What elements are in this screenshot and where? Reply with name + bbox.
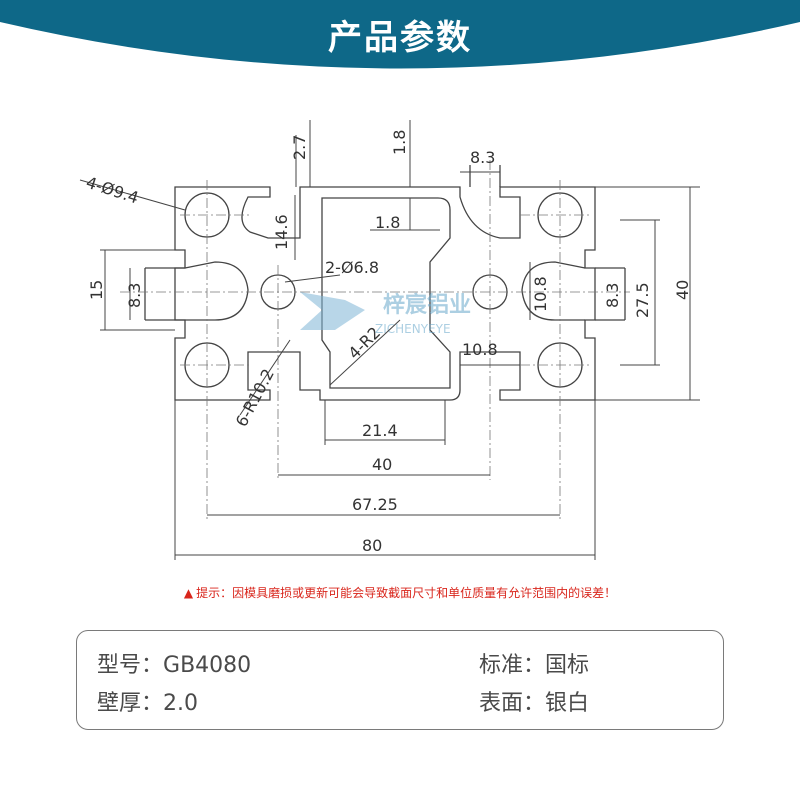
spec-standard-value: 国标	[545, 653, 590, 678]
dim-80: 80	[362, 536, 382, 555]
spec-surface-value: 银白	[545, 691, 590, 716]
spec-model: 型号：GB4080	[97, 647, 251, 679]
spec-model-value: GB4080	[163, 653, 252, 678]
dim-27-5: 27.5	[633, 282, 652, 318]
profile-outline	[174, 186, 596, 401]
spec-surface: 表面：银白	[479, 685, 589, 717]
warning-icon: ▲	[183, 586, 194, 600]
dim-10-8-right: 10.8	[531, 276, 550, 312]
dim-hole-corner: 4-Ø9.4	[84, 173, 141, 208]
warning-note: ▲提示：因模具磨损或更新可能会导致截面尺寸和单位质量有允许范围内的误差！	[0, 584, 800, 601]
profile-drawing: 梓宸铝业 ZICHENYEYE 80 67.25 40 21.4	[79, 120, 700, 560]
left-channel	[184, 261, 249, 321]
dim-r10-2: 6-R10.2	[232, 366, 278, 430]
watermark: 梓宸铝业 ZICHENYEYE	[300, 292, 471, 336]
dim-hole-center: 2-Ø6.8	[325, 258, 379, 277]
dim-15: 15	[87, 280, 106, 300]
spec-wall-value: 2.0	[163, 691, 199, 716]
spec-wall-label: 壁厚：	[97, 691, 164, 716]
dim-40-right: 40	[673, 280, 692, 300]
dim-40-bottom: 40	[372, 455, 392, 474]
dim-1-8-inner: 1.8	[375, 213, 400, 232]
spec-standard-label: 标准：	[479, 653, 546, 678]
watermark-logo-icon	[300, 292, 365, 330]
dim-2-7: 2.7	[290, 135, 309, 160]
dim-10-8-bottom: 10.8	[462, 340, 498, 359]
page-title: 产品参数	[328, 18, 472, 58]
spec-model-label: 型号：	[97, 653, 164, 678]
dim-1-8-top: 1.8	[390, 130, 409, 155]
warning-text: 提示：因模具磨损或更新可能会导致截面尺寸和单位质量有允许范围内的误差！	[196, 586, 617, 600]
dim-8-3-right: 8.3	[603, 283, 622, 308]
watermark-brand: 梓宸铝业	[383, 292, 471, 318]
spec-surface-label: 表面：	[479, 691, 546, 716]
dim-14-6: 14.6	[272, 214, 291, 250]
center-cavity	[321, 197, 451, 389]
dim-67-25: 67.25	[352, 495, 398, 514]
dim-21-4: 21.4	[362, 421, 398, 440]
dim-8-3-left: 8.3	[125, 283, 144, 308]
spec-panel: 型号：GB4080 标准：国标 壁厚：2.0 表面：银白	[76, 630, 724, 730]
watermark-latin: ZICHENYEYE	[375, 322, 451, 336]
right-channel	[521, 261, 586, 321]
header-banner: 产品参数	[0, 0, 800, 78]
dim-8-3-top: 8.3	[470, 148, 495, 167]
spec-standard: 标准：国标	[479, 647, 589, 679]
header-shape	[0, 0, 800, 69]
spec-wall: 壁厚：2.0	[97, 685, 198, 717]
